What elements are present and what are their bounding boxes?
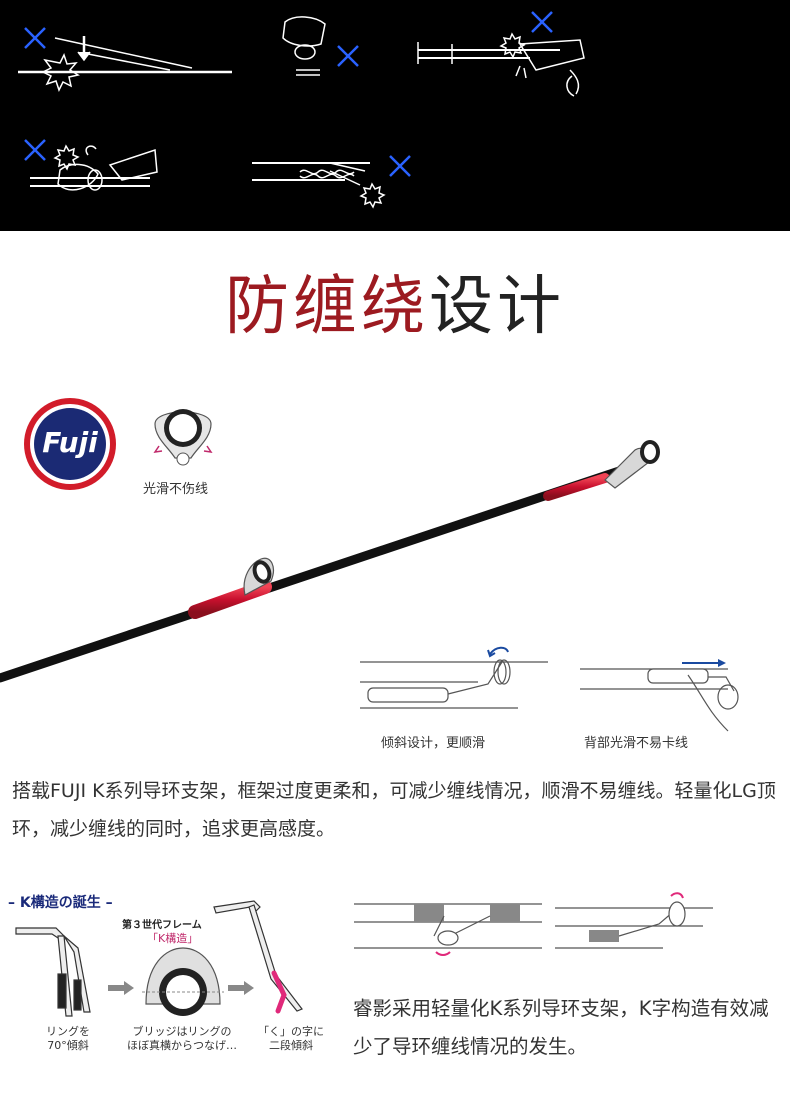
k-step3-frame-icon <box>213 900 303 1014</box>
tilt-design-caption: 倾斜设计，更顺滑 <box>381 736 486 751</box>
fuji-logo-icon <box>24 398 116 490</box>
k-frame-title: 第３世代フレーム <box>122 920 202 931</box>
arrow-1-icon <box>108 980 134 995</box>
k-step3-caption: 「く」の字に 二段傾斜 <box>258 1025 324 1053</box>
k-structure-step1-figure <box>12 920 107 1020</box>
fishing-rod <box>0 440 660 683</box>
description-paragraph-1: 搭载FUJI K系列导环支架，框架过度更柔和，可减少缠线情况，顺滑不易缠线。轻量… <box>12 780 776 840</box>
tangle-illustrations <box>18 11 585 209</box>
k-guide-diagram-2 <box>553 890 718 962</box>
k-structure-title: – K構造の誕生 – <box>8 895 113 911</box>
k-structure-step3-figure <box>210 895 320 1020</box>
tilt-design-illustration <box>360 646 548 709</box>
k-step1-frame-icon <box>15 927 91 1017</box>
smooth-back-diagram <box>578 655 748 740</box>
fuji-logo-text: Fuji <box>42 426 98 459</box>
guide-ring-figure <box>143 402 223 472</box>
k-frame-badge: 「K構造」 <box>147 932 199 945</box>
k-step2-line2: ほぼ真横からつなげ… <box>127 1039 237 1052</box>
k-guide-illustration-1 <box>354 903 542 956</box>
k-step2-ring-icon <box>142 947 224 1016</box>
k-step3-line2: 二段傾斜 <box>269 1039 313 1052</box>
fishing-rod-figure <box>0 430 790 690</box>
x-marks <box>24 11 553 177</box>
k-structure-step2-figure <box>138 942 228 1022</box>
k-guide-diagram-1 <box>352 898 544 962</box>
page-title: 防缠绕设计 <box>0 262 790 352</box>
k-step2-line1: ブリッジはリングの <box>132 1025 232 1038</box>
title-part-dark: 设计 <box>429 270 565 344</box>
k-step1-line1: リングを <box>46 1025 90 1038</box>
k-step2-caption: ブリッジはリングの ほぼ真横からつなげ… <box>127 1025 237 1053</box>
title-part-red: 防缠绕 <box>225 270 429 344</box>
fuji-logo: Fuji <box>22 396 118 492</box>
guide-caption: 光滑不伤线 <box>143 482 209 497</box>
k-step1-caption: リングを 70°傾斜 <box>46 1025 90 1053</box>
k-guide-illustration-2 <box>555 892 713 949</box>
k-step1-line2: 70°傾斜 <box>47 1039 89 1052</box>
guide-ring-icon <box>153 409 213 466</box>
smooth-back-caption: 背部光滑不易卡线 <box>584 736 689 751</box>
arrow-2-icon <box>228 980 254 995</box>
description-paragraph-2: 睿影采用轻量化K系列导环支架，K字构造有效减少了导环缠线情况的发生。 <box>353 997 769 1058</box>
smooth-back-illustration <box>580 659 739 732</box>
tilt-design-diagram <box>358 642 558 722</box>
k-step3-line1: 「く」の字に <box>258 1025 324 1038</box>
tangle-illustration-panel <box>0 0 790 231</box>
